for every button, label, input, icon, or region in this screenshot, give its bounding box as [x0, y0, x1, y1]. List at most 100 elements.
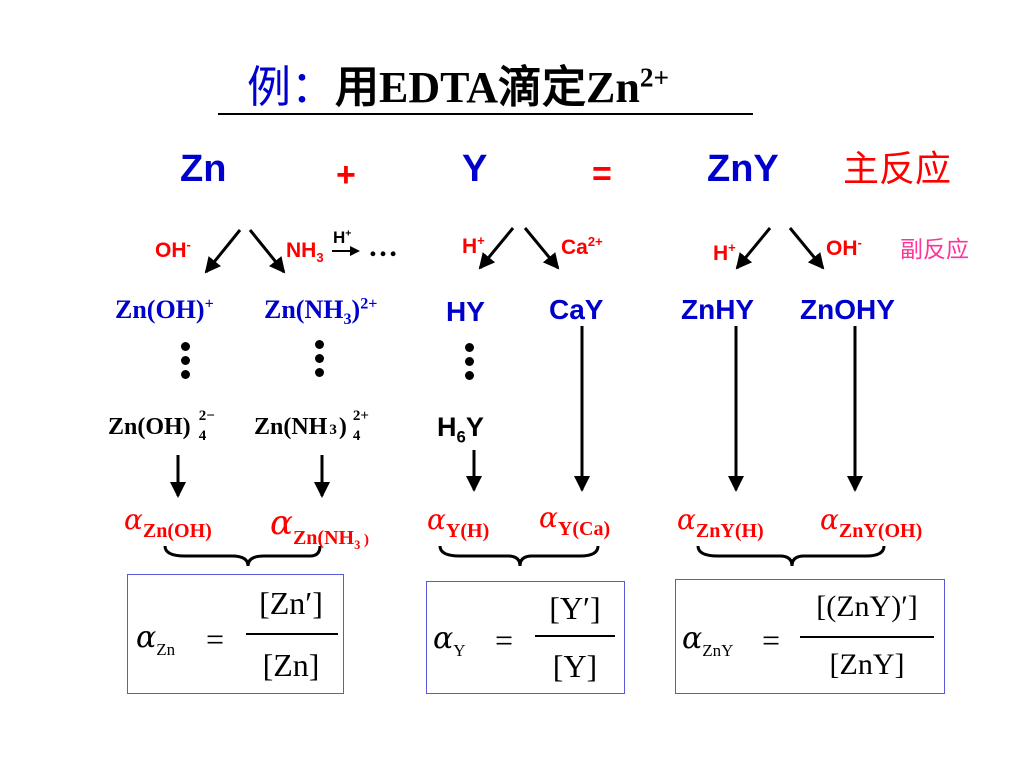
side-reaction-label: 副反应 [900, 237, 969, 263]
formula-box-zny: αZnY = [(ZnY)′] [ZnY] [675, 579, 945, 694]
alpha-y-h: αY(H) [427, 503, 489, 542]
formula-y-num: [Y′] [549, 590, 601, 626]
product-znnh3-sup: 2+ [360, 295, 378, 313]
species-znoh4-text: Zn(OH) [108, 414, 191, 440]
reagent-h-y: H+ [462, 233, 485, 257]
brace-zn [163, 545, 322, 567]
reagent-oh-zn: OH- [155, 237, 191, 262]
arrow-zny-h [735, 227, 772, 270]
reagent-h-zny-text: H [713, 242, 729, 265]
product-znoh: Zn(OH)+ [115, 295, 214, 324]
formula-zn-den: [Zn] [262, 647, 320, 683]
alpha-zny-h: αZnY(H) [677, 503, 764, 542]
species-znnh34-sub2: 4 [352, 428, 361, 444]
product-cay: CaY [549, 294, 604, 325]
formula-zn-num: [Zn′] [259, 585, 323, 621]
alpha-zn-nh3-a: Zn(NH [292, 527, 355, 549]
species-znnh34-a: Zn(NH [254, 414, 328, 440]
title-prefix: 例： [247, 62, 335, 113]
alpha-symbol: α [124, 503, 143, 536]
alpha-symbol: α [427, 503, 446, 536]
formula-box-y: αY = [Y′] [Y] [426, 581, 625, 694]
page-title: 例：用EDTA滴定Zn2+ [247, 63, 669, 112]
formula-zny-lhs: αZnY [682, 621, 733, 660]
arrow-zn-oh [204, 229, 242, 274]
alpha-symbol: α [433, 621, 454, 656]
reagent-oh-zny-text: OH [826, 237, 858, 260]
reagent-h-zny: H+ [713, 240, 736, 265]
species-h6y-sub: 6 [456, 427, 466, 447]
species-znoh4: Zn(OH) 2− 4 [108, 409, 217, 444]
reagent-nh3-text: NH [286, 239, 317, 262]
alpha-symbol: α [682, 621, 703, 656]
species-znoh4-sub: 4 [198, 428, 207, 444]
species-znnh34-b: ) [338, 414, 347, 440]
product-znoh-text: Zn(OH) [115, 295, 205, 324]
brace-y [438, 545, 600, 567]
formula-zny-eq: = [762, 622, 781, 658]
species-znnh34-sub: 3 [329, 422, 337, 438]
arrow-zn-nh3 [248, 229, 286, 274]
species-znoh4-scripts: 2− 4 [197, 409, 217, 444]
formula-zn-line [246, 633, 338, 635]
alpha-zn-nh3-sub: Zn(NH3 ) [292, 527, 370, 552]
alpha-symbol: α [677, 503, 696, 536]
alpha-zny-h-sub: ZnY(H) [695, 520, 764, 542]
reagent-ca-sup: 2+ [587, 234, 603, 249]
dots-hy [465, 343, 475, 385]
ellipsis: … [368, 230, 398, 263]
reagent-oh-zny: OH- [826, 235, 862, 260]
reagent-h-y-sup: + [477, 233, 485, 248]
reagent-h-zny-sup: + [728, 240, 736, 255]
formula-y-sub: Y [453, 641, 466, 660]
formula-zny-sub: ZnY [702, 641, 734, 660]
formula-zn-eq: = [206, 621, 225, 657]
arrow-y-h [478, 227, 515, 270]
plus-sign: + [336, 156, 356, 194]
alpha-y-ca-sub: Y(Ca) [557, 518, 611, 540]
title-underline [218, 113, 753, 115]
species-h6y: H6Y [437, 412, 484, 446]
formula-zny-den: [ZnY] [829, 648, 905, 681]
species-h6y-a: H [437, 412, 457, 442]
alpha-symbol: α [539, 501, 558, 534]
brace-zny [696, 545, 886, 567]
dots-znnh3 [315, 340, 325, 382]
formula-y-line [535, 635, 615, 637]
reagent-ca-text: Ca [561, 236, 588, 259]
product-znnh3-a: Zn(NH [264, 295, 344, 324]
reagent-nh3-sub: 3 [316, 250, 324, 266]
reagent-oh-zn-sup: - [186, 237, 191, 252]
arrow-zny-oh [788, 227, 825, 270]
alpha-symbol: α [820, 503, 839, 536]
zny-label: ZnY [707, 148, 779, 190]
product-znnh3-b: ) [351, 295, 361, 324]
formula-y-lhs: αY [433, 621, 466, 660]
reagent-h-top-text: H [333, 228, 346, 247]
reagent-nh3: NH3 [286, 239, 324, 264]
alpha-y-ca: αY(Ca) [539, 501, 610, 540]
reagent-oh-zny-sup: - [857, 235, 862, 250]
species-znnh34-sup: 2+ [352, 408, 369, 424]
species-znnh34-scripts: 2+ 4 [353, 409, 377, 444]
title-text: 用EDTA滴定Zn [335, 63, 640, 112]
alpha-zn-nh3: αZn(NH3 ) [270, 506, 369, 551]
title-sup: 2+ [639, 62, 669, 93]
product-znoh-sup: + [204, 295, 214, 313]
species-h6y-b: Y [465, 412, 484, 442]
reagent-ca: Ca2+ [561, 234, 603, 259]
zn-label: Zn [180, 148, 227, 190]
formula-y-eq: = [495, 622, 514, 658]
product-znnh3: Zn(NH3)2+ [264, 295, 378, 328]
y-label: Y [462, 148, 488, 190]
alpha-zn-nh3-subscript: 3 [354, 538, 361, 552]
alpha-zn-nh3-b: ) [360, 532, 370, 548]
reagent-oh-zn-text: OH [155, 239, 187, 262]
reagent-h-top-sup: + [345, 227, 352, 240]
main-reaction-label: 主反应 [843, 149, 952, 190]
product-znnh3-sub: 3 [343, 311, 352, 329]
reagent-h-top: H+ [333, 227, 352, 247]
alpha-zny-oh: αZnY(OH) [820, 503, 922, 542]
formula-zny-num: [(ZnY)′] [816, 590, 918, 623]
